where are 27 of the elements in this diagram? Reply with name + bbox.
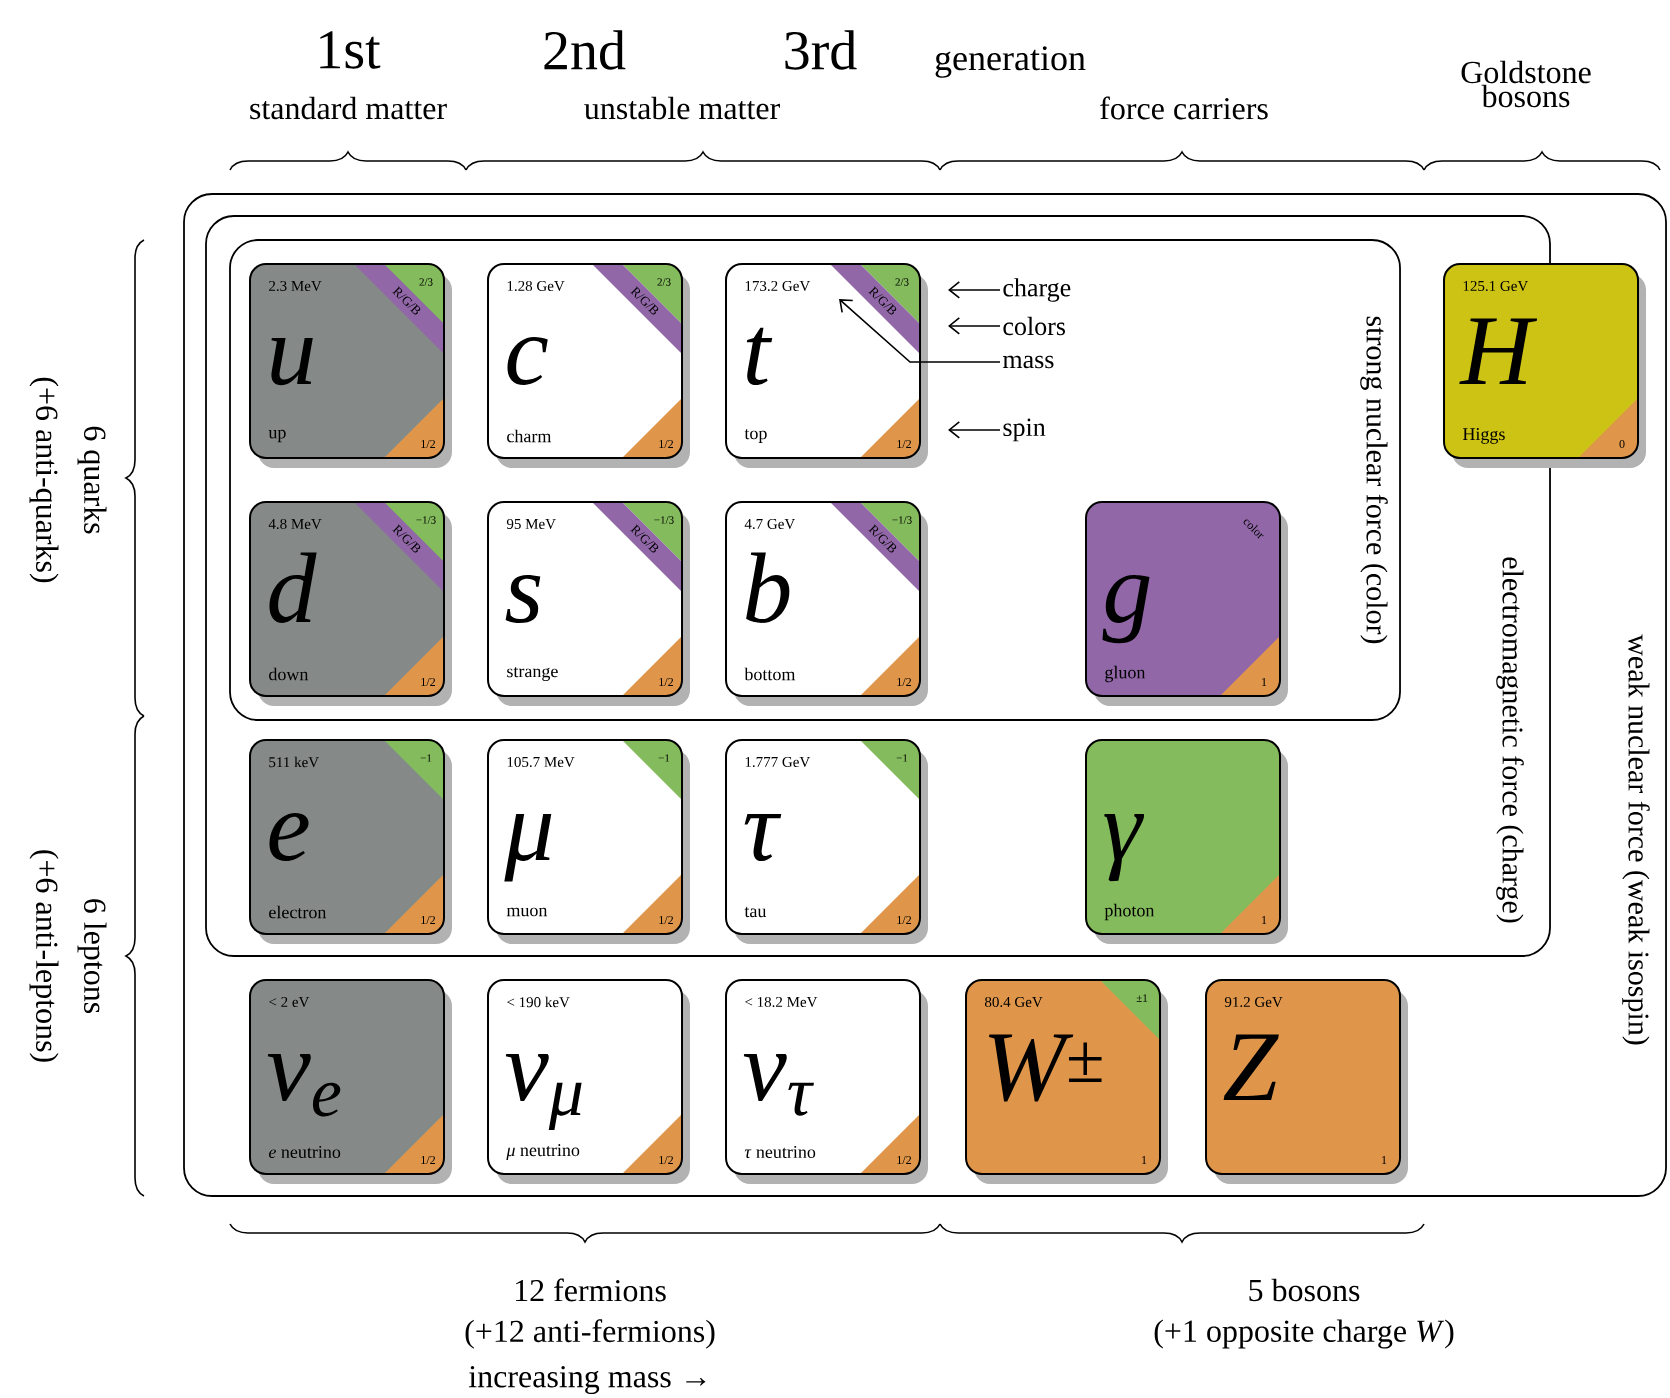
heading-label: 5 bosons bbox=[1249, 1278, 1360, 1302]
heading-label: 2nd bbox=[544, 30, 626, 70]
heading-label: 1st bbox=[320, 31, 381, 69]
annotation-label: charge bbox=[1003, 278, 1071, 302]
force-label: weak nuclear force (weak isospin) bbox=[1622, 634, 1650, 1045]
heading-label: (+6 anti-quarks) bbox=[29, 377, 59, 583]
arrow bbox=[948, 281, 1001, 299]
heading-label: generation bbox=[935, 46, 1086, 78]
heading-label: (+6 anti-leptons) bbox=[29, 850, 59, 1062]
arrow bbox=[948, 317, 1001, 335]
heading-label: 6 quarks bbox=[77, 426, 107, 534]
heading-label: (+1 opposite charge W) bbox=[1154, 1319, 1454, 1349]
heading-label: force carriers bbox=[1100, 96, 1268, 120]
heading-label: 6 leptons bbox=[77, 899, 107, 1014]
force-label: electromagnetic force (charge) bbox=[1496, 557, 1524, 923]
heading-label: increasing mass → bbox=[468, 1365, 706, 1395]
force-label: strong nuclear force (color) bbox=[1360, 316, 1388, 644]
arrow bbox=[948, 421, 1001, 439]
annotation-label: mass bbox=[1002, 355, 1054, 369]
heading-label: unstable matter bbox=[584, 96, 780, 120]
heading-label: 3rd bbox=[785, 30, 857, 70]
heading-label: 12 fermions bbox=[515, 1278, 666, 1302]
heading-label: standard matter bbox=[250, 96, 447, 120]
annotation-label: spin bbox=[1003, 418, 1046, 442]
heading-label: Goldstone bosons bbox=[1461, 60, 1591, 108]
annotation-label: colors bbox=[1003, 316, 1066, 336]
heading-label: (+12 anti-fermions) bbox=[465, 1319, 715, 1349]
